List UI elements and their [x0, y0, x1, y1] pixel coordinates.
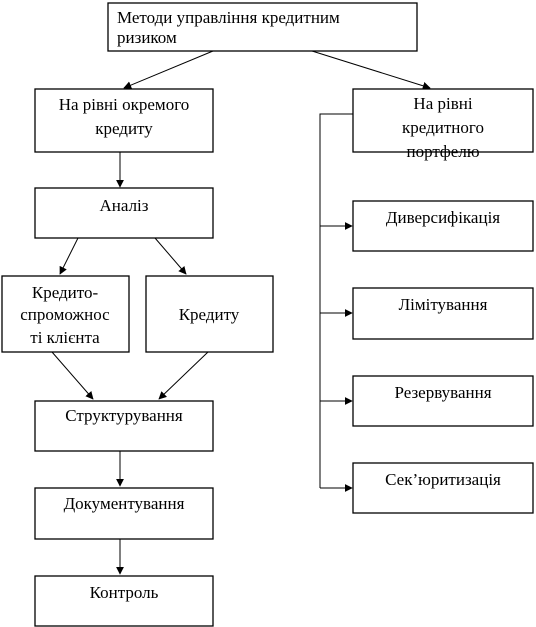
node-documenting-label: Документування	[64, 494, 185, 513]
node-analysis-label: Аналіз	[100, 196, 149, 215]
node-portfolio-line-2: кредитного	[402, 118, 484, 137]
arrow-analysis-to-credit	[154, 237, 187, 275]
node-diversification-label: Диверсифікація	[386, 208, 500, 227]
node-root: Методи управління кредитним ризиком	[107, 2, 418, 52]
node-portfolio-line-1: На рівні	[413, 94, 472, 113]
arrow-root-to-portfolio	[311, 50, 431, 90]
node-single-credit-line-1: На рівні окремого	[59, 95, 190, 114]
node-limiting: Лімітування	[352, 287, 534, 340]
node-control: Контроль	[34, 575, 214, 627]
node-analysis: Аналіз	[34, 187, 214, 239]
node-creditworthiness-line-3: ті клієнта	[30, 328, 100, 347]
portfolio-bracket	[319, 113, 353, 488]
arrow-root-to-single	[123, 50, 214, 89]
arrow-analysis-to-creditworthiness	[59, 237, 79, 275]
node-structuring: Структурування	[34, 400, 214, 452]
node-credit: Кредиту	[145, 275, 274, 353]
node-diversification: Диверсифікація	[352, 200, 534, 252]
node-portfolio: На рівні кредитного портфелю	[352, 88, 534, 161]
node-control-label: Контроль	[90, 583, 159, 602]
connectors	[51, 50, 431, 575]
node-reserving-label: Резервування	[394, 383, 491, 402]
arrow-creditworthiness-to-structuring	[51, 351, 94, 400]
node-securitization: Сек’юритизація	[352, 462, 534, 514]
node-portfolio-line-3: портфелю	[406, 142, 479, 161]
node-limiting-label: Лімітування	[399, 295, 488, 314]
node-reserving: Резервування	[352, 375, 534, 427]
node-documenting: Документування	[34, 487, 214, 540]
arrow-credit-to-structuring	[158, 351, 209, 400]
node-root-line-1: Методи управління кредитним	[117, 8, 340, 27]
node-creditworthiness-line-2: спроможнос	[20, 305, 110, 324]
node-single-credit-line-2: кредиту	[95, 119, 153, 138]
node-securitization-label: Сек’юритизація	[385, 470, 501, 489]
node-credit-label: Кредиту	[179, 305, 240, 324]
node-structuring-label: Структурування	[65, 406, 183, 425]
node-root-line-2: ризиком	[117, 28, 177, 47]
node-single-credit: На рівні окремого кредиту	[34, 88, 214, 153]
node-creditworthiness: Кредито- спроможнос ті клієнта	[1, 275, 130, 353]
node-creditworthiness-line-1: Кредито-	[32, 283, 99, 302]
